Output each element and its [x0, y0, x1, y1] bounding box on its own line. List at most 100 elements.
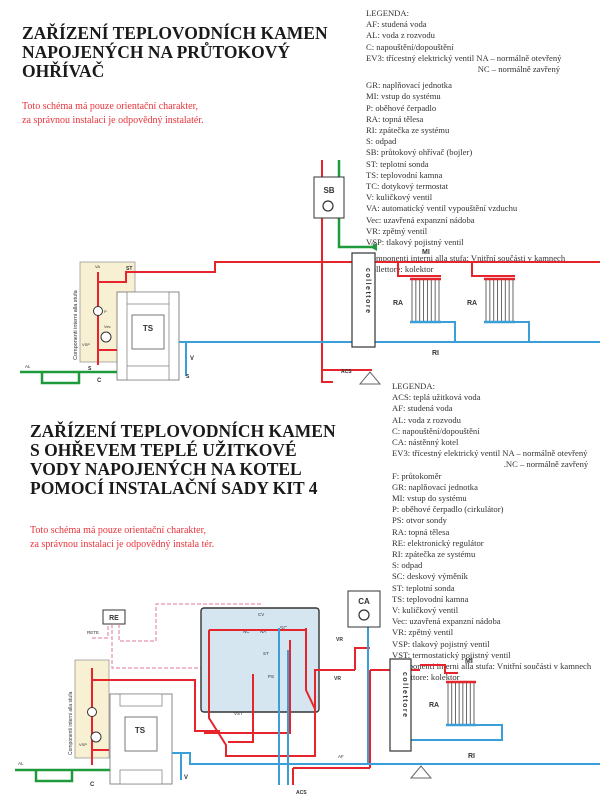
legend-item: ACS: teplá užitková voda [392, 392, 481, 403]
diagram2-title: ZAŘÍZENÍ TEPLOVODNÍCH KAMEN S OHŘEVEM TE… [30, 421, 336, 498]
st-label: ST [126, 266, 132, 272]
legend-item: S: odpad [392, 560, 423, 571]
s-label: S [88, 366, 92, 372]
ts-label: TS [143, 324, 154, 333]
diagram1-disclaimer: Toto schéma má pouze orientační charakte… [22, 101, 204, 126]
vec-label: Vec [104, 324, 111, 329]
legend-item: CA: nástěnný kotel [392, 437, 459, 448]
va-label: VA [95, 264, 100, 269]
legend-item: VR: zpětný ventil [392, 627, 454, 638]
flow-heater-sb: SB [313, 176, 345, 219]
legend-item: MI: vstup do systému [366, 91, 441, 102]
legend-item: GR: naplňovací jednotka [366, 80, 452, 91]
vsp-label: VSP [82, 342, 90, 347]
radiator-1 [410, 277, 441, 324]
legend-item: .NC – normálně zavřený [392, 459, 589, 470]
legend-item: S: odpad [366, 136, 397, 147]
legend-item: VST: termostatický pojistný ventil [392, 649, 511, 660]
ps-label: PS [268, 674, 274, 679]
internal-components-box [79, 261, 136, 363]
internal-components-label: Componenti interni alla stufa [73, 289, 79, 360]
diagram2-disclaimer: Toto schéma má pouze orientační charakte… [30, 525, 215, 550]
legend-item: AL: voda z rozvodu [392, 414, 461, 425]
pump-icon [322, 200, 334, 212]
al-label: AL [18, 761, 24, 766]
legend-item: VSP: tlakový pojistný ventil [392, 638, 490, 649]
legend-item: V: kuličkový ventil [366, 192, 433, 203]
legend-item: PS: otvor sondy [392, 515, 447, 526]
fill-pipes [20, 160, 375, 385]
ca-label: CA [358, 597, 370, 606]
legend-item: Componenti interni alla stufa: Vnitřní s… [392, 661, 592, 672]
legend-item: EV3: třícestný elektrický ventil NA – no… [366, 52, 562, 63]
legend-item: RI: zpátečka ze systému [392, 549, 476, 560]
legend-item: Collettore: kolektor [392, 672, 460, 683]
legend-footer: Collettore: kolektor [366, 264, 434, 275]
cv-label: CV [258, 612, 264, 617]
legend-item: VR: zpětný ventil [366, 225, 428, 236]
pump-icon [87, 707, 97, 717]
stove-ts: TS [109, 693, 173, 785]
fill-pipes [15, 768, 110, 783]
rete-label: RETE [87, 630, 99, 635]
vst-label: VST [234, 711, 243, 716]
legend-item: TS: teplovodní kamna [366, 169, 443, 180]
diagram1-title: ZAŘÍZENÍ TEPLOVODNÍCH KAMEN NAPOJENÝCH N… [22, 23, 328, 81]
legend-item: TS: teplovodní kamna [392, 593, 469, 604]
radiator-3 [446, 680, 476, 727]
c-label: C [90, 782, 95, 788]
af-label: AF [338, 754, 344, 759]
legend-item: MI: vstup do systému [392, 493, 467, 504]
legend-item: V: kuličkový ventil [392, 605, 459, 616]
legend-item: C: napouštění/dopouštění [366, 41, 454, 52]
vsp-label: VSP [79, 742, 87, 747]
s-label-2: S [186, 374, 190, 380]
legend-item: F: průtokoměr [392, 470, 442, 481]
legend-item: VA: automatický ventil vypouštění vzduch… [366, 203, 518, 214]
legend-item: RI: zpátečka ze systému [366, 125, 450, 136]
legend-item: AL: voda z rozvodu [366, 30, 435, 41]
legend-item: ST: teplotní sonda [366, 158, 429, 169]
re-label: RE [109, 615, 119, 622]
legend-item: RE: elektronický regulátor [392, 537, 484, 548]
ra-label: RA [429, 702, 439, 709]
legend-item: RA: topná tělesa [392, 526, 450, 537]
legend-item: ST: teplotní sonda [392, 582, 455, 593]
legend-item: TC: dotykový termostat [366, 181, 449, 192]
legend-footer: Componenti interni alla stufa: Vnitřní s… [366, 253, 566, 264]
legend-item: Vec: uzavřená expanzní nádoba [366, 214, 475, 225]
cold-return-pipes [179, 321, 600, 376]
ts-label: TS [135, 726, 146, 735]
p-label: P [104, 309, 107, 314]
radiator-2 [484, 277, 515, 324]
signal-wires [92, 603, 262, 669]
pump-icon [93, 306, 103, 316]
internal-components-label: Componenti interni alla stufa [68, 691, 74, 755]
legend-item: Vec: uzavřená expanzní nádoba [392, 616, 501, 627]
na-label: NA [260, 629, 266, 634]
vr-label-2: VR [334, 676, 341, 682]
legend-item: P: oběhové čerpadlo (cirkulátor) [392, 504, 504, 515]
al-label: AL [25, 364, 31, 369]
v-label: V [184, 775, 188, 781]
legend-item: RA: topná tělesa [366, 113, 424, 124]
legend-item: GR: naplňovací jednotka [392, 481, 478, 492]
legend-item: LEGENDA: [392, 381, 435, 391]
legend-item: AF: studená voda [392, 403, 453, 414]
ri-label: RI [468, 753, 475, 760]
legend-item: NC – normálně zavřený [366, 64, 561, 75]
expansion-vessel-icon [100, 331, 112, 343]
c-label: C [97, 378, 102, 384]
nc-label: NC [243, 629, 250, 634]
legend-item: AF: studená voda [366, 19, 427, 30]
legend-item: C: napouštění/dopouštění [392, 425, 480, 436]
expansion-vessel-icon [90, 731, 102, 743]
legend-item: LEGENDA: [366, 8, 409, 18]
shower-icon [358, 371, 382, 385]
acs-label: ACS [341, 369, 352, 375]
ra-label: RA [393, 300, 403, 307]
pump-icon [358, 609, 370, 621]
legend-item: VSP: tlakový pojistný ventil [366, 237, 464, 248]
